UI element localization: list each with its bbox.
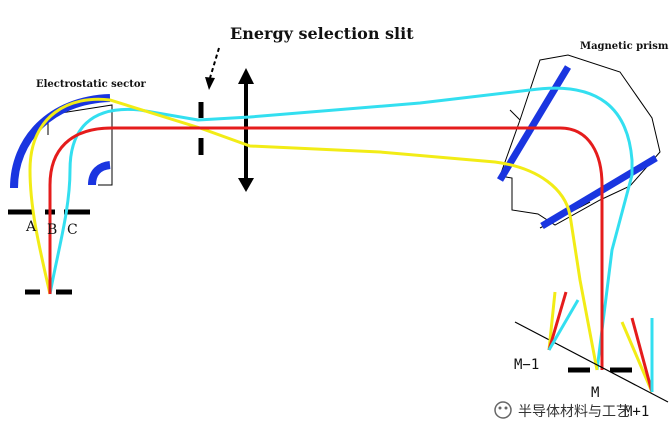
label-b: B (47, 222, 57, 238)
label-a: A (25, 219, 37, 235)
beam-red (48, 126, 604, 370)
wechat-icon-eye-left (498, 406, 502, 410)
beam-cyan (48, 86, 634, 371)
electrostatic-sector-frame (47, 104, 113, 186)
inner-electrode (88, 161, 111, 186)
slit-pointer (209, 47, 220, 79)
wechat-icon (494, 401, 512, 419)
prism-edge-1 (509, 109, 521, 121)
m-plus-1-yellow (620, 321, 654, 393)
beam-yellow (28, 97, 599, 371)
watermark-text: 半导体材料与工艺 (518, 404, 630, 420)
lens-arrow-up (238, 68, 254, 84)
m-plus-1-red (630, 317, 654, 393)
watermark: 半导体材料与工艺 (494, 401, 630, 420)
label-c: C (67, 222, 78, 238)
label-m: M (591, 385, 599, 401)
wechat-icon-eye-right (504, 406, 508, 410)
m-minus-1-cyan (547, 299, 580, 351)
label-m-plus-1: M+1 (624, 404, 649, 420)
electrostatic-sector-label: Electrostatic sector (36, 79, 147, 90)
magnetic-prism-label: Magnetic prism (580, 41, 669, 52)
magnet-pole-exit (540, 154, 658, 230)
lens-arrow-down (238, 178, 254, 192)
focal-plane (514, 321, 669, 403)
energy-slit-label: Energy selection slit (230, 24, 414, 43)
slit-pointer-head (205, 77, 215, 90)
m-minus-1-red (547, 291, 568, 351)
label-m-minus-1: M−1 (514, 357, 539, 373)
magnet-pole-entrance (497, 65, 571, 182)
m-minus-1-yellow (547, 291, 557, 351)
